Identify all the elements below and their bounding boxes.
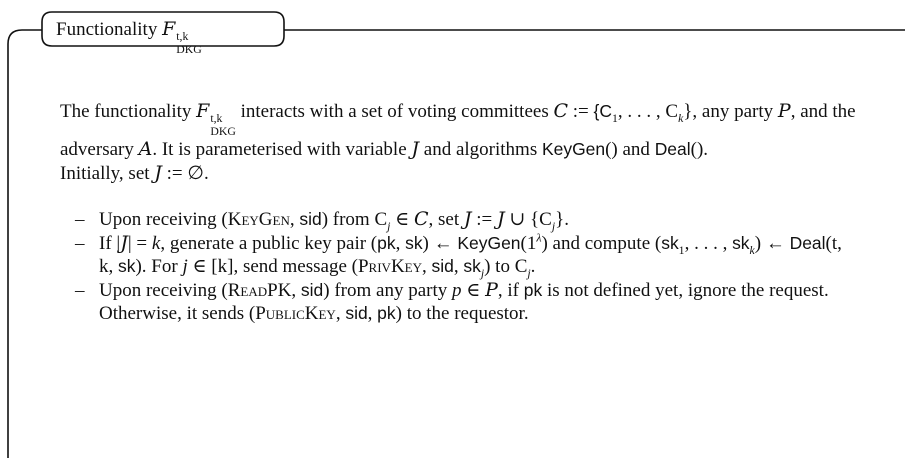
list-item: –Upon receiving (KeyGen, sid) from Cj ∈ …	[75, 208, 570, 233]
list-item: –Upon receiving (ReadPK, sid) from any p…	[75, 278, 829, 325]
init-line: Initially, set J := ∅.	[60, 161, 209, 184]
list-item: –If |J| = k, generate a public key pair …	[75, 231, 842, 280]
rules-list: –Upon receiving (KeyGen, sid) from Cj ∈ …	[60, 208, 860, 326]
